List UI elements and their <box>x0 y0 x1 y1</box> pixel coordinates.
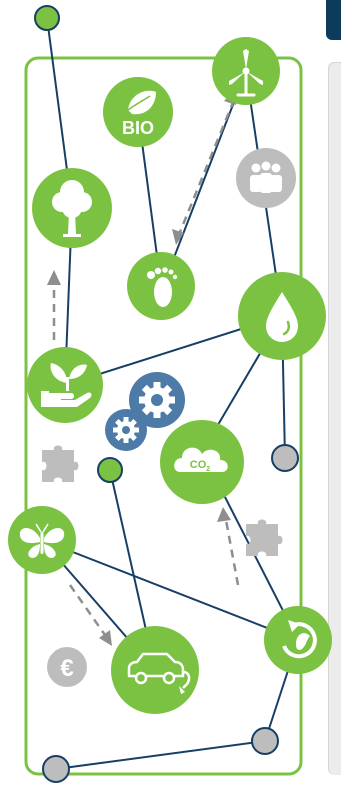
water-drop-icon <box>238 272 326 360</box>
puzzle-icon <box>42 445 283 556</box>
network-frame <box>24 56 303 776</box>
bio-leaf-icon: BIO <box>103 77 173 147</box>
svg-text:CO2: CO2 <box>190 459 211 473</box>
electric-car-icon <box>111 626 199 714</box>
people-group-icon <box>236 148 296 208</box>
wind-turbine-icon <box>212 37 280 105</box>
co2-label: CO <box>190 459 207 471</box>
side-panel <box>328 62 341 775</box>
gear-icon <box>105 372 185 451</box>
recycle-icon <box>264 606 332 674</box>
euro-icon: € <box>47 647 87 687</box>
node-top-left <box>34 5 60 31</box>
node-grey-bottom-right <box>251 727 279 755</box>
bio-label: BIO <box>122 118 154 138</box>
butterfly-icon <box>8 506 76 574</box>
node-grey-bottom-left <box>42 755 70 783</box>
tree-icon <box>32 168 112 248</box>
node-grey-right <box>271 444 299 472</box>
co2-subscript: 2 <box>206 466 210 473</box>
footprint-icon <box>127 252 195 320</box>
side-tab <box>326 0 341 40</box>
node-mid <box>97 457 123 483</box>
euro-symbol: € <box>60 655 73 682</box>
hand-plant-icon <box>27 347 103 423</box>
dashed-arrows <box>52 99 240 636</box>
co2-cloud-icon: CO2 <box>160 420 244 504</box>
